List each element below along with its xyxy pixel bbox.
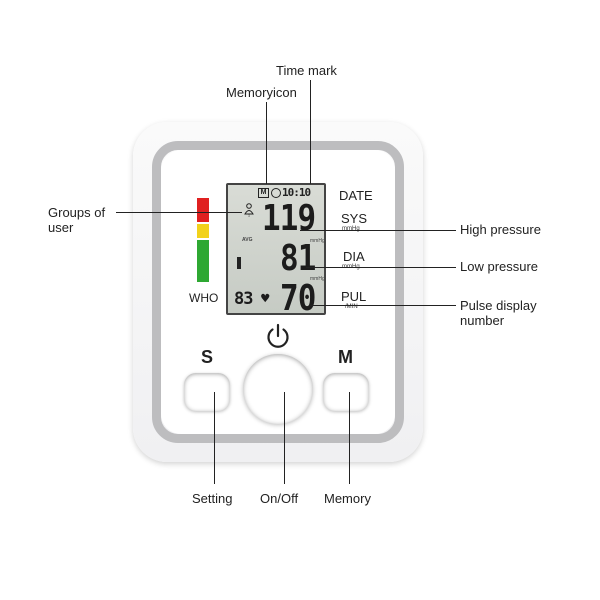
lcd-pulse-value: 70 (280, 278, 316, 319)
dia-label: DIA (343, 249, 365, 264)
groups-of-user-callout: Groups of user (48, 205, 106, 235)
high-pressure-line (300, 230, 456, 231)
sys-unit-label: mmHg (342, 226, 360, 232)
groups-user-line (116, 212, 242, 213)
time-mark-line (310, 80, 311, 184)
svg-text:1: 1 (248, 213, 251, 218)
heart-icon: ♥ (261, 291, 270, 307)
who-green-segment (197, 240, 209, 282)
date-label: DATE (339, 188, 373, 203)
user-group-icon: 1 (244, 203, 254, 217)
lcd-screen: M 10:10 1 119 AVG mmHg 81 mmHg 83 ♥ 70 (226, 183, 326, 319)
pulse-display-callout: Pulse display number (460, 298, 537, 328)
pul-label: PUL (341, 289, 367, 304)
memory-icon-line (266, 102, 267, 184)
lcd-dia-value: 81 (280, 238, 316, 279)
who-red-segment (197, 198, 209, 222)
sys-label: SYS (341, 211, 368, 226)
lcd-unit-2: mmHg (310, 276, 325, 282)
lcd-memory-number: 83 (234, 289, 254, 309)
pulse-display-line (310, 305, 456, 306)
memory-button[interactable] (323, 373, 369, 411)
lcd-unit-1: mmHg (310, 238, 325, 244)
low-pressure-callout: Low pressure (460, 259, 539, 274)
memory-callout: Memory (324, 491, 371, 506)
who-yellow-segment (197, 224, 209, 238)
memory-line (349, 392, 350, 484)
on-off-line (284, 392, 285, 484)
lcd-time: 10:10 (282, 186, 311, 199)
lcd-bar-indicator (237, 257, 241, 269)
who-label: WHO (189, 291, 219, 305)
clock-icon (271, 188, 281, 198)
memory-mark-icon: M (258, 188, 269, 198)
power-button[interactable] (243, 354, 313, 424)
time-mark-callout: Time mark (276, 63, 337, 78)
low-pressure-line (306, 267, 456, 268)
pul-unit-label: /MIN (345, 304, 358, 310)
on-off-callout: On/Off (260, 491, 299, 506)
monitor-rim (152, 141, 404, 443)
setting-button-letter: S (201, 347, 214, 367)
memory-icon-callout: Memoryicon (226, 85, 297, 100)
lcd-sys-value: 119 (262, 198, 316, 239)
setting-callout: Setting (192, 491, 233, 506)
lcd-avg: AVG (242, 237, 253, 243)
high-pressure-callout: High pressure (460, 222, 541, 237)
setting-button[interactable] (184, 373, 230, 411)
setting-line (214, 392, 215, 484)
memory-button-letter: M (338, 347, 353, 367)
power-icon (267, 323, 289, 348)
